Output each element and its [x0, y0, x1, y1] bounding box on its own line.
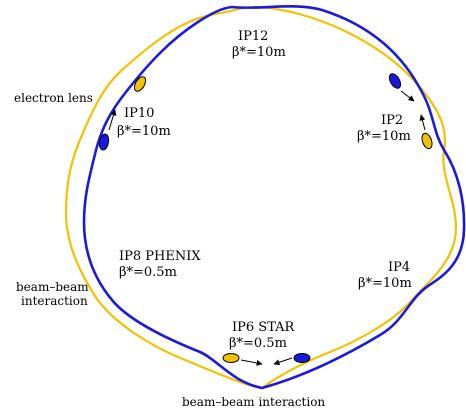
ip10-beta: β*=10m	[117, 124, 171, 139]
blue-bunch-ip10	[98, 133, 110, 151]
ip12-beta: β*=10m	[232, 45, 286, 60]
arrow-ip6-yellow	[240, 359, 263, 366]
ip4-label: IP4	[388, 260, 410, 275]
arrow-ip2-blue	[400, 90, 415, 102]
beam-beam-bottom-label: beam–beam interaction	[182, 395, 325, 409]
ip10-label: IP10	[124, 106, 154, 121]
yellow-bunch-ip2	[421, 132, 433, 150]
blue-bunch-ip2	[388, 73, 402, 89]
arrow-ip2-yellow	[419, 114, 426, 131]
ip6-label: IP6 STAR	[232, 320, 296, 335]
ip4-beta: β*=10m	[358, 276, 412, 291]
ip2-beta: β*=10m	[357, 129, 411, 144]
ip2-label: IP2	[381, 113, 403, 128]
yellow-bunch-ip6	[222, 353, 240, 363]
ip6-beta: β*=0.5m	[229, 336, 287, 351]
beam-beam-left-line2: interaction	[21, 294, 88, 308]
arrow-ip6-blue	[273, 357, 293, 366]
blue-bunch-ip6	[293, 353, 311, 363]
ip8-beta: β*=0.5m	[119, 265, 177, 280]
blue-ring	[82, 5, 466, 390]
beam-beam-left-line1: beam–beam	[16, 280, 89, 294]
yellow-bunch-ip10	[133, 76, 147, 92]
arrow-ip10	[108, 109, 117, 131]
electron-lens-label: electron lens	[14, 91, 93, 105]
ip12-label: IP12	[238, 29, 268, 44]
ip8-label: IP8 PHENIX	[119, 249, 201, 264]
